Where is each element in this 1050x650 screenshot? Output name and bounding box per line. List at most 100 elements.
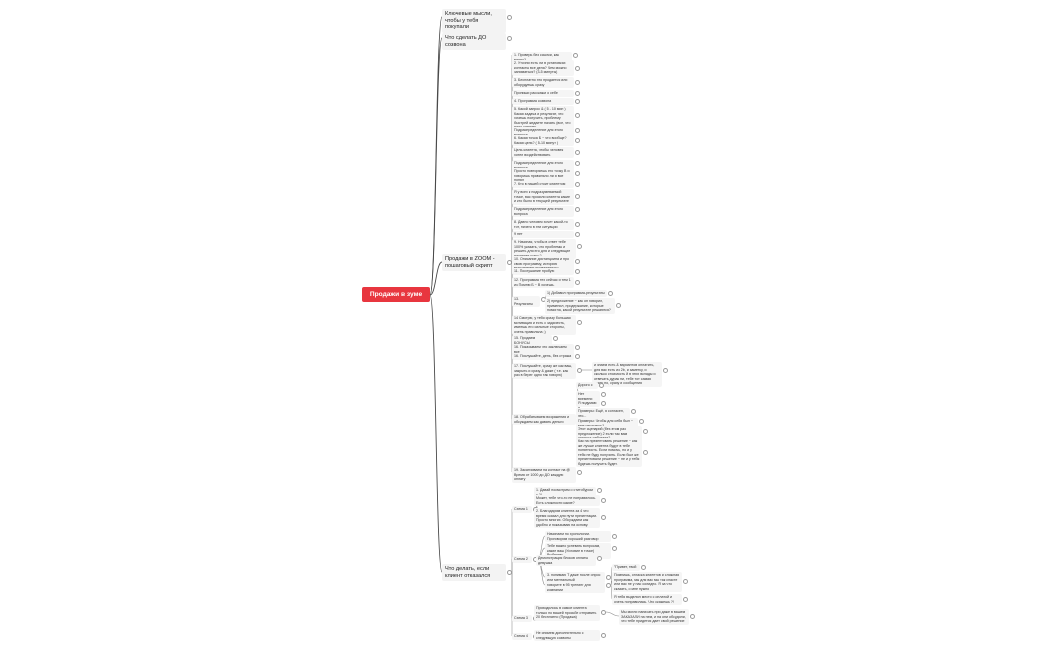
- branch-node[interactable]: Продажи в ZOOM - пошаговый скрипт: [442, 254, 506, 272]
- script-step-node[interactable]: 9 нет: [512, 231, 574, 238]
- collapse-toggle-icon[interactable]: [507, 35, 512, 41]
- collapse-toggle-icon[interactable]: [507, 14, 512, 20]
- collapse-toggle-icon[interactable]: [597, 487, 602, 493]
- scheme1-item-node[interactable]: 2. Благодарим клиента за 4 что время ска…: [534, 508, 600, 528]
- script-step-node[interactable]: 1. Проверь без ссылки, как видно?: [512, 52, 572, 63]
- objection-item-node[interactable]: Как на презентовать решение ~ как же луч…: [576, 438, 642, 467]
- collapse-toggle-icon[interactable]: [507, 569, 512, 575]
- collapse-toggle-icon[interactable]: [575, 90, 580, 96]
- script-step-node[interactable]: 7. Кто в нашей стоит клиентом: [512, 181, 574, 188]
- script-step-node[interactable]: 16. Послушайте, день, без стража: [512, 353, 574, 360]
- script-step-node[interactable]: Просто повторяешь его точку В и говоришь…: [512, 168, 574, 184]
- script-step-node[interactable]: 13. Результаты: [512, 296, 540, 307]
- script-step-node[interactable]: Цель клиента, чтобы человек хотел воздей…: [512, 147, 574, 158]
- collapse-toggle-icon[interactable]: [553, 335, 558, 341]
- script-step-node[interactable]: 9. Начиная, чтобы в ответ тебе 100% указ…: [512, 239, 576, 259]
- refusal-scheme-node[interactable]: Схема 2: [512, 556, 532, 563]
- script-step-node[interactable]: 2. Уточни есть ли в установках контакты …: [512, 60, 574, 76]
- collapse-toggle-icon[interactable]: [577, 319, 582, 325]
- refusal-scheme-node[interactable]: Схема 3: [512, 615, 532, 622]
- scheme2-item-node[interactable]: 3. понимаю Т даже после опрос или ментал…: [545, 572, 605, 583]
- collapse-toggle-icon[interactable]: [612, 545, 617, 551]
- scheme2-detail-node[interactable]: Помнишь, огласка клиентов и сложная прог…: [612, 572, 682, 592]
- collapse-toggle-icon[interactable]: [575, 353, 580, 359]
- scheme4-item-node[interactable]: Не снимем дополнительно с следующую созв…: [534, 630, 600, 641]
- collapse-toggle-icon[interactable]: [601, 632, 606, 638]
- scheme2-item-node[interactable]: Начинаем по хронологии. Проговорим хорош…: [545, 531, 611, 542]
- collapse-toggle-icon[interactable]: [597, 555, 602, 561]
- collapse-toggle-icon[interactable]: [575, 127, 580, 133]
- collapse-toggle-icon[interactable]: [690, 613, 695, 619]
- collapse-toggle-icon[interactable]: [575, 149, 580, 155]
- branch-node[interactable]: Ключевые мысли, чтобы у тебя покупали: [442, 9, 506, 33]
- collapse-toggle-icon[interactable]: [616, 302, 621, 308]
- collapse-toggle-icon[interactable]: [601, 497, 606, 503]
- scheme1-item-node[interactable]: Может, тебе что-то не понравилось. Есть …: [534, 495, 600, 506]
- collapse-toggle-icon[interactable]: [683, 578, 688, 584]
- script-step-node[interactable]: 3. Бесплатно это продается или оборудуеш…: [512, 77, 574, 88]
- script-step-node[interactable]: 16. Показываем что заключаем все: [512, 344, 574, 355]
- collapse-toggle-icon[interactable]: [575, 258, 580, 264]
- step13-item-node[interactable]: 2) предложение ~ как он говорил, примени…: [545, 298, 615, 314]
- collapse-toggle-icon[interactable]: [575, 160, 580, 166]
- collapse-toggle-icon[interactable]: [601, 391, 606, 397]
- step13-item-node[interactable]: 1) Добавил программа-результаты: [545, 290, 607, 297]
- scheme2-item-node[interactable]: говорите в 95 тренинг для компании: [545, 582, 605, 593]
- script-step-node[interactable]: Подраспределение для этого вопроса: [512, 127, 574, 138]
- script-step-node[interactable]: Пропиши расскажи о себе: [512, 90, 574, 97]
- script-step-node[interactable]: 4. Программа созвона: [512, 98, 574, 105]
- collapse-toggle-icon[interactable]: [577, 243, 582, 249]
- script-step-node[interactable]: Я у всех к подразумеваемой точке, вас пр…: [512, 189, 574, 205]
- script-step-node[interactable]: 18. Обрабатываем возражения и обсуждаем …: [512, 414, 576, 425]
- refusal-scheme-node[interactable]: Схема 4: [512, 633, 532, 640]
- script-step-node[interactable]: 14 Смотрю, у тебя сразу большая мотиваци…: [512, 315, 576, 335]
- step17-detail-node[interactable]: и знаем есть & вариантов оплатить, для в…: [592, 362, 662, 387]
- collapse-toggle-icon[interactable]: [601, 400, 606, 406]
- branch-node[interactable]: Что делать, если клиент отказался: [442, 564, 506, 582]
- collapse-toggle-icon[interactable]: [599, 382, 604, 388]
- collapse-toggle-icon[interactable]: [601, 514, 606, 520]
- collapse-toggle-icon[interactable]: [575, 268, 580, 274]
- collapse-toggle-icon[interactable]: [575, 344, 580, 350]
- branch-node[interactable]: Что сделать ДО созвона: [442, 33, 506, 51]
- collapse-toggle-icon[interactable]: [643, 449, 648, 455]
- script-step-node[interactable]: Подраспределение для этого вопроса: [512, 160, 574, 171]
- collapse-toggle-icon[interactable]: [577, 367, 582, 373]
- script-step-node[interactable]: Подраспределение для этого вопроса: [512, 206, 574, 217]
- script-step-node[interactable]: 8. Давно человек хочет какой-то тот, нич…: [512, 219, 574, 230]
- collapse-toggle-icon[interactable]: [606, 582, 611, 588]
- script-step-node[interactable]: 6. Какая точка Б ~ что вообще? Какая цел…: [512, 135, 574, 146]
- collapse-toggle-icon[interactable]: [575, 231, 580, 237]
- collapse-toggle-icon[interactable]: [601, 609, 606, 615]
- collapse-toggle-icon[interactable]: [577, 469, 582, 475]
- script-step-node[interactable]: 15. Продаем БОНУСЫ: [512, 335, 552, 346]
- collapse-toggle-icon[interactable]: [643, 428, 648, 434]
- collapse-toggle-icon[interactable]: [575, 170, 580, 176]
- objection-item-node[interactable]: Примеры: Чтобы для себя был ~ мне решили…: [576, 418, 638, 429]
- objection-item-node[interactable]: Примеры: Ещё, я согласен, это...: [576, 408, 630, 419]
- collapse-toggle-icon[interactable]: [575, 181, 580, 187]
- collapse-toggle-icon[interactable]: [507, 259, 512, 265]
- collapse-toggle-icon[interactable]: [631, 408, 636, 414]
- script-step-node[interactable]: 11. Послушание пробую: [512, 268, 574, 275]
- scheme2-detail-node[interactable]: "Привет, твой: [612, 564, 640, 571]
- collapse-toggle-icon[interactable]: [608, 290, 613, 296]
- collapse-toggle-icon[interactable]: [575, 221, 580, 227]
- collapse-toggle-icon[interactable]: [641, 564, 646, 570]
- collapse-toggle-icon[interactable]: [575, 193, 580, 199]
- collapse-toggle-icon[interactable]: [612, 533, 617, 539]
- scheme3-item-node[interactable]: Приходилось в самое клиента только по ва…: [534, 605, 600, 621]
- collapse-toggle-icon[interactable]: [575, 112, 580, 118]
- objection-item-node[interactable]: Я подумаю: [576, 400, 600, 407]
- collapse-toggle-icon[interactable]: [573, 52, 578, 58]
- collapse-toggle-icon[interactable]: [683, 596, 688, 602]
- refusal-scheme-node[interactable]: Схема 1: [512, 506, 532, 513]
- collapse-toggle-icon[interactable]: [606, 574, 611, 580]
- script-step-node[interactable]: 12. Программа тех сейчас и тем 1 из Помн…: [512, 277, 574, 288]
- collapse-toggle-icon[interactable]: [575, 65, 580, 71]
- scheme2-detail-node[interactable]: Я тебя выделил место с оплатой и очень п…: [612, 594, 682, 605]
- collapse-toggle-icon[interactable]: [575, 79, 580, 85]
- objection-item-node[interactable]: Нет времени: [576, 391, 600, 402]
- collapse-toggle-icon[interactable]: [575, 279, 580, 285]
- scheme2-item-node[interactable]: Демонстрация блоков оплаты девушка: [536, 555, 596, 566]
